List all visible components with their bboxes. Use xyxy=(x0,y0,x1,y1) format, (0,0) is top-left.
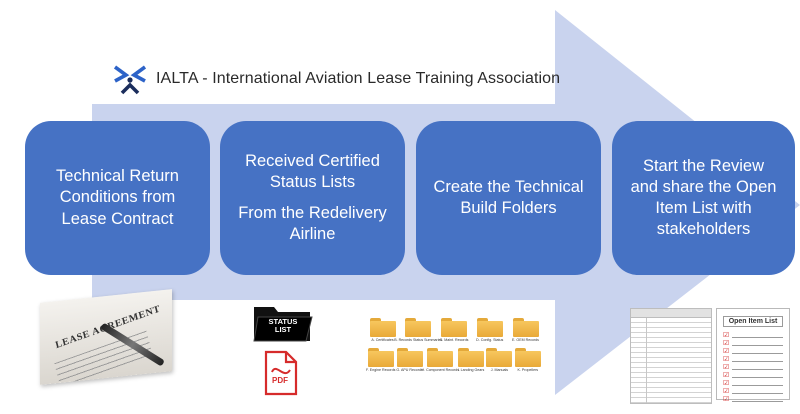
step-text: Status Lists xyxy=(269,172,356,191)
open-item-list-image: Open Item List ☑☑☑☑☑☑☑☑☑ xyxy=(716,308,790,403)
open-item-row: ☑ xyxy=(723,387,783,395)
step-received-status-lists: Received Certified Status Lists From the… xyxy=(220,121,405,275)
folder-label: C. Maint. Records xyxy=(439,338,469,342)
checkmark-icon: ☑ xyxy=(723,379,730,387)
checkmark-icon: ☑ xyxy=(723,363,730,371)
open-item-row: ☑ xyxy=(723,371,783,379)
status-list-spreadsheet xyxy=(630,308,712,404)
folder-label: I. Landing Gears xyxy=(457,368,485,372)
folder-icon: A. Certificates xyxy=(366,318,399,342)
folder-icon: D. Config. Status xyxy=(473,318,506,342)
checkmark-icon: ☑ xyxy=(723,347,730,355)
step-text: Airline xyxy=(289,225,336,244)
checkmark-icon: ☑ xyxy=(723,355,730,363)
step-text: Received Certified xyxy=(245,151,380,170)
checkmark-icon: ☑ xyxy=(723,387,730,395)
folder-shape xyxy=(476,318,503,337)
item-line xyxy=(732,364,783,370)
folder-shape xyxy=(427,348,454,367)
step-technical-return-conditions: Technical Return Conditions from Lease C… xyxy=(25,121,210,275)
item-line xyxy=(732,340,783,346)
folder-label: H. Component Records xyxy=(421,368,460,372)
folder-icon: H. Component Records xyxy=(421,348,460,372)
step-text: Item List with xyxy=(655,199,752,217)
folder-shape xyxy=(457,348,484,367)
folder-label: D. Config. Status xyxy=(476,338,504,342)
status-list-label: STATUS LIST xyxy=(252,318,314,334)
spreadsheet-header xyxy=(631,309,711,318)
folder-icon xyxy=(253,307,313,342)
folder-label: E. OEM Records xyxy=(512,338,539,342)
step-start-review: Start the Review and share the Open Item… xyxy=(612,121,795,275)
step-text: From the Redelivery xyxy=(238,204,387,222)
step-text: Create the Technical xyxy=(433,177,584,196)
folder-icon: G. APU Records xyxy=(395,348,423,372)
step-text: and share the Open xyxy=(630,177,777,196)
step-text: stakeholders xyxy=(656,220,751,239)
folder-label: A. Certificates xyxy=(371,338,394,342)
folder-label: B. Records Status Summaries xyxy=(394,338,443,342)
open-item-row: ☑ xyxy=(723,347,783,355)
open-item-row: ☑ xyxy=(723,339,783,347)
folder-label: F. Engine Records xyxy=(366,368,396,372)
lease-agreement-image: LEASE AGREEMENT xyxy=(40,289,172,385)
folder-shape xyxy=(441,318,467,337)
step-text: Conditions from xyxy=(59,188,176,207)
pdf-icon xyxy=(264,350,298,396)
open-item-row: ☑ xyxy=(723,331,783,339)
folder-shape xyxy=(514,348,541,367)
ialta-logo-icon xyxy=(113,65,147,95)
item-line xyxy=(732,372,783,378)
folder-icon: K. Propellers xyxy=(514,348,542,372)
item-line xyxy=(732,332,783,338)
step-text: Build Folders xyxy=(460,199,557,217)
pdf-label: PDF xyxy=(272,376,288,385)
open-item-list-rows: ☑☑☑☑☑☑☑☑☑ xyxy=(723,331,783,403)
open-item-row: ☑ xyxy=(723,363,783,371)
folder-icon: B. Records Status Summaries xyxy=(394,318,442,342)
item-line xyxy=(732,396,783,402)
folder-shape xyxy=(405,318,432,337)
checkmark-icon: ☑ xyxy=(723,395,730,403)
item-line xyxy=(732,380,783,386)
folder-icon: C. Maint. Records xyxy=(438,318,471,342)
open-item-row: ☑ xyxy=(723,355,783,363)
open-item-row: ☑ xyxy=(723,379,783,387)
folder-icon: I. Landing Gears xyxy=(457,348,485,372)
open-item-row: ☑ xyxy=(723,395,783,403)
folder-label: K. Propellers xyxy=(517,368,539,372)
ialta-header: IALTA - International Aviation Lease Tra… xyxy=(112,62,560,96)
item-line xyxy=(732,356,783,362)
step-text: Lease Contract xyxy=(61,209,174,228)
folder-shape xyxy=(512,318,539,337)
checkmark-icon: ☑ xyxy=(723,331,730,339)
organization-name: IALTA - International Aviation Lease Tra… xyxy=(156,70,561,87)
checkmark-icon: ☑ xyxy=(723,371,730,379)
folder-icon: E. OEM Records xyxy=(509,318,542,342)
step-create-build-folders: Create the Technical Build Folders xyxy=(416,121,601,275)
status-label-line: STATUS xyxy=(268,317,298,326)
folder-label: J. Manuals xyxy=(490,368,509,372)
folder-icon: J. Manuals xyxy=(485,348,513,372)
step-text: Start the Review xyxy=(642,156,765,175)
folder-label: G. APU Records xyxy=(396,368,423,372)
folder-icon: F. Engine Records xyxy=(366,348,395,372)
folder-shape xyxy=(367,348,394,367)
folder-shape xyxy=(396,348,423,367)
spreadsheet-rows xyxy=(631,318,711,403)
checkmark-icon: ☑ xyxy=(723,339,730,347)
folder-shape xyxy=(369,318,396,337)
open-item-list-title: Open Item List xyxy=(723,316,783,327)
item-line xyxy=(732,388,783,394)
status-label-line: LIST xyxy=(274,324,292,334)
step-text: Technical Return xyxy=(56,167,179,186)
item-line xyxy=(732,348,783,354)
folder-shape xyxy=(486,348,513,367)
